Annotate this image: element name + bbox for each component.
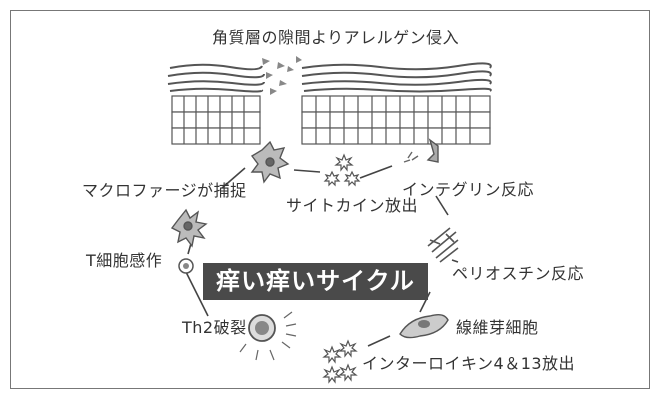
integrin-reaction-label: インテグリン反応 (402, 180, 535, 199)
macrophage-capture-label: マクロファージが捕捉 (82, 181, 247, 200)
itch-cycle-title: 痒い痒いサイクル (203, 263, 428, 300)
macrophage-icon (250, 140, 290, 184)
t-cell-icon (178, 258, 194, 274)
t-cell-sensitization-label: T細胞感作 (86, 251, 163, 270)
diagram-frame (10, 10, 650, 389)
allergen-triangles (262, 56, 302, 95)
fibroblast-icon (399, 313, 449, 339)
skin-layer-left (167, 63, 265, 145)
th2-cell-icon (239, 311, 297, 361)
periostin-fibers-icon (427, 227, 459, 263)
allergen-invasion-caption: 角質層の隙間よりアレルゲン侵入 (212, 28, 460, 47)
cytokine-release-label: サイトカイン放出 (286, 196, 419, 215)
th2-rupture-label: Th2破裂 (182, 318, 247, 337)
interleukin-stars-icon (322, 339, 358, 384)
fibroblast-label: 線維芽細胞 (456, 318, 539, 337)
skin-layer-right (301, 62, 492, 145)
cycle-lines (185, 165, 459, 347)
periostin-reaction-label: ペリオスチン反応 (452, 264, 585, 283)
cytokine-stars-icon (323, 153, 361, 187)
dendritic-cell-icon (170, 208, 208, 248)
integrin-icon (403, 138, 439, 163)
interleukin-release-label: インターロイキン4＆13放出 (362, 354, 576, 373)
